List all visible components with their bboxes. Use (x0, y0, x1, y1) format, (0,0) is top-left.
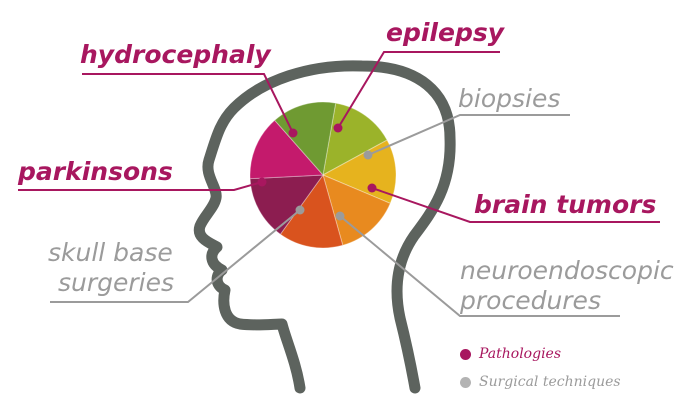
label-epilepsy: epilepsy (386, 20, 504, 45)
marker-hydrocephaly (289, 129, 298, 138)
marker-neuroendoscopic (336, 212, 345, 221)
legend-surgical-label: Surgical techniques (479, 374, 621, 390)
label-brain-tumors: brain tumors (474, 192, 656, 217)
legend-surgical: Surgical techniques (460, 374, 621, 390)
leader-line-biopsies (368, 115, 570, 155)
label-hydrocephaly: hydrocephaly (80, 42, 271, 67)
label-skull-base-line1: skull base (48, 240, 173, 265)
marker-brain-tumors (368, 184, 377, 193)
label-neuro-line1: neuroendoscopic (460, 258, 674, 283)
label-parkinsons: parkinsons (18, 159, 173, 184)
legend-pathologies-label: Pathologies (479, 346, 561, 362)
label-neuro-line2: procedures (460, 288, 601, 313)
legend-pathologies: Pathologies (460, 346, 561, 362)
pie-chart (250, 102, 396, 248)
legend-pathologies-dot (460, 349, 471, 360)
label-skull-base-line2: surgeries (58, 270, 174, 295)
marker-epilepsy (334, 124, 343, 133)
legend-surgical-dot (460, 377, 471, 388)
marker-parkinsons (258, 178, 267, 187)
label-biopsies: biopsies (458, 86, 560, 111)
marker-skull-base (296, 206, 305, 215)
marker-biopsies (364, 151, 373, 160)
